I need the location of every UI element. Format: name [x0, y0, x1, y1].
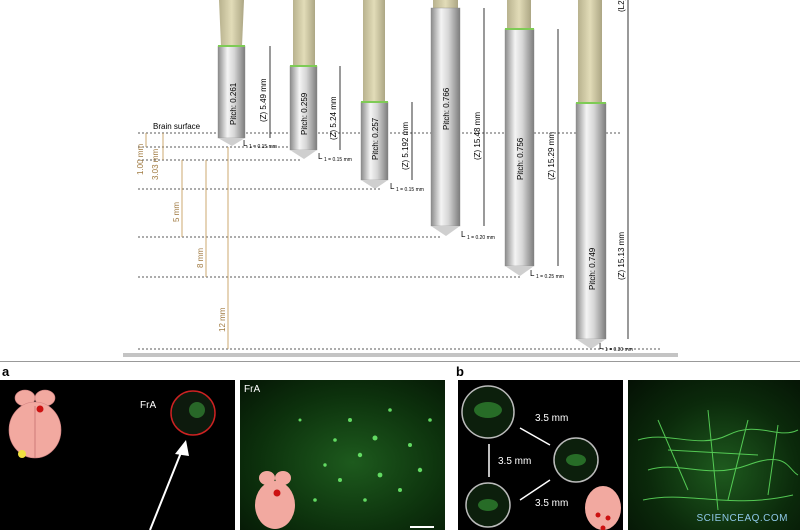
probe-5-l1: 1 = 0.25 mm: [536, 274, 564, 280]
fra-label-left: FrA: [140, 400, 157, 411]
probe-4-z: (Z) 15.48 mm: [473, 112, 482, 160]
svg-text:L: L: [530, 269, 535, 278]
brain-surface-label: Brain surface: [153, 122, 201, 131]
probe-4-pitch: Pitch: 0.766: [442, 87, 451, 130]
depth-dimensions: [145, 133, 229, 349]
probe-6-l2: (L2): [617, 0, 626, 12]
probe-2-z: (Z) 5.24 mm: [329, 96, 338, 140]
watermark: SCIENCEAQ.COM: [696, 513, 788, 524]
probe-3-pitch: Pitch: 0.257: [371, 117, 380, 160]
probe-5: Pitch: 0.756 (Z) 15.29 mm L 1 = 0.25 mm: [504, 0, 564, 280]
panel-b-overview: 3.5 mm 3.5 mm 3.5 mm: [458, 380, 623, 530]
svg-text:L: L: [461, 230, 466, 239]
probe-4-l1: 1 = 0.20 mm: [467, 235, 495, 241]
depth-label-1mm: 1.00 mm: [136, 144, 145, 175]
baseline-bar: [123, 353, 678, 357]
panel-b-micrograph-graphic: [637, 409, 799, 511]
probe-6-z: (Z) 15.13 mm: [617, 232, 626, 280]
depth-label-8mm: 8 mm: [196, 248, 205, 268]
probe-1: Pitch: 0.261 (Z) 5.49 mm L 1 = 0.15 mm: [217, 0, 277, 150]
probe-3: Pitch: 0.257 (Z) 5.192 mm L 1 = 0.15 mm: [360, 0, 424, 193]
panel-a-overview-graphic: [8, 389, 216, 530]
probe-6: Pitch: 0.749 (Z) 15.13 mm L 1 = 0.30 mm …: [575, 0, 633, 353]
probe-2-l1: 1 = 0.15 mm: [324, 157, 352, 163]
distance-label-top: 3.5 mm: [535, 413, 569, 424]
svg-text:L: L: [599, 342, 604, 351]
probe-3-z: (Z) 5.192 mm: [401, 122, 410, 170]
arrow-icon: [149, 449, 183, 530]
fra-label-right: FrA: [244, 384, 261, 395]
distance-label-bottom: 3.5 mm: [535, 498, 569, 509]
probe-5-z: (Z) 15.29 mm: [547, 132, 556, 180]
probe-6-l1: 1 = 0.30 mm: [605, 347, 633, 353]
svg-text:L: L: [390, 182, 395, 191]
svg-text:L: L: [243, 139, 248, 148]
panel-a-micrograph-graphic: [255, 408, 434, 529]
brain-schematic-icon: [585, 486, 621, 530]
distance-arrows: [488, 427, 551, 501]
svg-text:L: L: [318, 152, 323, 161]
brain-schematic-icon: [8, 389, 62, 459]
probe-3-l1: 1 = 0.15 mm: [396, 187, 424, 193]
probe-1-pitch: Pitch: 0.261: [229, 82, 238, 125]
distance-label-mid: 3.5 mm: [498, 456, 532, 467]
probe-2-pitch: Pitch: 0.259: [300, 92, 309, 135]
depth-label-3mm: 3.03 mm: [151, 149, 160, 180]
panel-b-overview-graphic: [461, 385, 621, 530]
panel-b-letter: b: [456, 364, 464, 379]
probe-1-z: (Z) 5.49 mm: [259, 78, 268, 122]
depth-label-5mm: 5 mm: [172, 202, 181, 222]
depth-label-12mm: 12 mm: [218, 307, 227, 332]
probe-2: Pitch: 0.259 (Z) 5.24 mm L 1 = 0.15 mm: [289, 0, 352, 163]
panel-a-micrograph: FrA: [240, 380, 445, 530]
brain-schematic-icon: [255, 471, 295, 529]
panel-b-micrograph: [628, 380, 800, 530]
probe-4: Pitch: 0.766 (Z) 15.48 mm L 1 = 0.20 mm: [430, 0, 495, 241]
probe-1-l1: 1 = 0.15 mm: [249, 144, 277, 150]
probe-5-pitch: Pitch: 0.756: [516, 137, 525, 180]
panel-a-overview: FrA: [0, 380, 235, 530]
probe-6-pitch: Pitch: 0.749: [588, 247, 597, 290]
panel-a-letter: a: [2, 364, 10, 379]
